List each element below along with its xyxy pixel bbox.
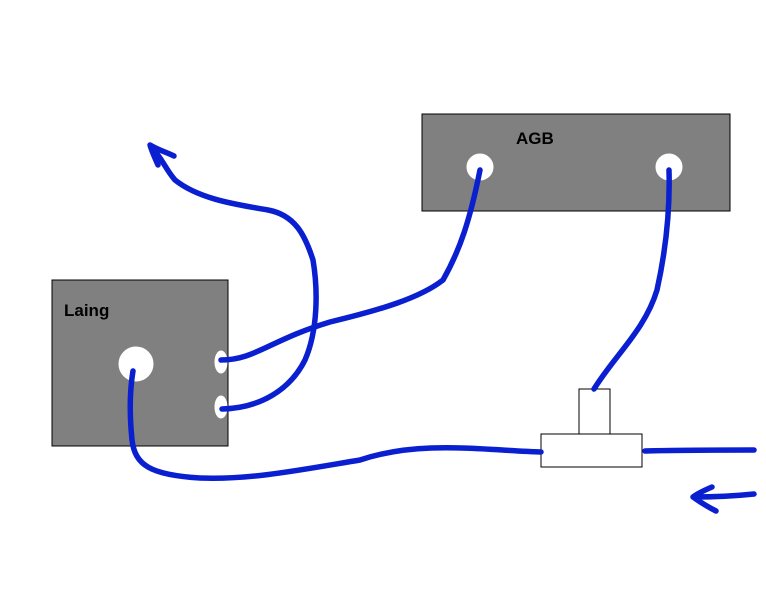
outlet-arrowhead	[147, 142, 177, 168]
laing-inlet-port	[118, 346, 154, 382]
laing-label: Laing	[64, 301, 109, 320]
pipe-laing-top-to-agb-left	[218, 167, 483, 363]
agb-unit: AGB	[421, 113, 731, 212]
pipe-agb-right-to-tee	[591, 167, 672, 392]
tee-stem	[578, 388, 611, 435]
pipe-tee-to-laing-inlet	[127, 368, 544, 482]
laing-pump: Laing	[51, 279, 229, 447]
tee-body	[540, 433, 643, 468]
agb-label: AGB	[516, 129, 554, 148]
pipes	[127, 142, 757, 514]
tee-fitting	[540, 388, 643, 468]
inflow-arrow	[690, 484, 757, 514]
pipe-laing-bottom-to-outlet	[149, 145, 319, 412]
pipe-inflow-to-tee	[642, 447, 757, 454]
